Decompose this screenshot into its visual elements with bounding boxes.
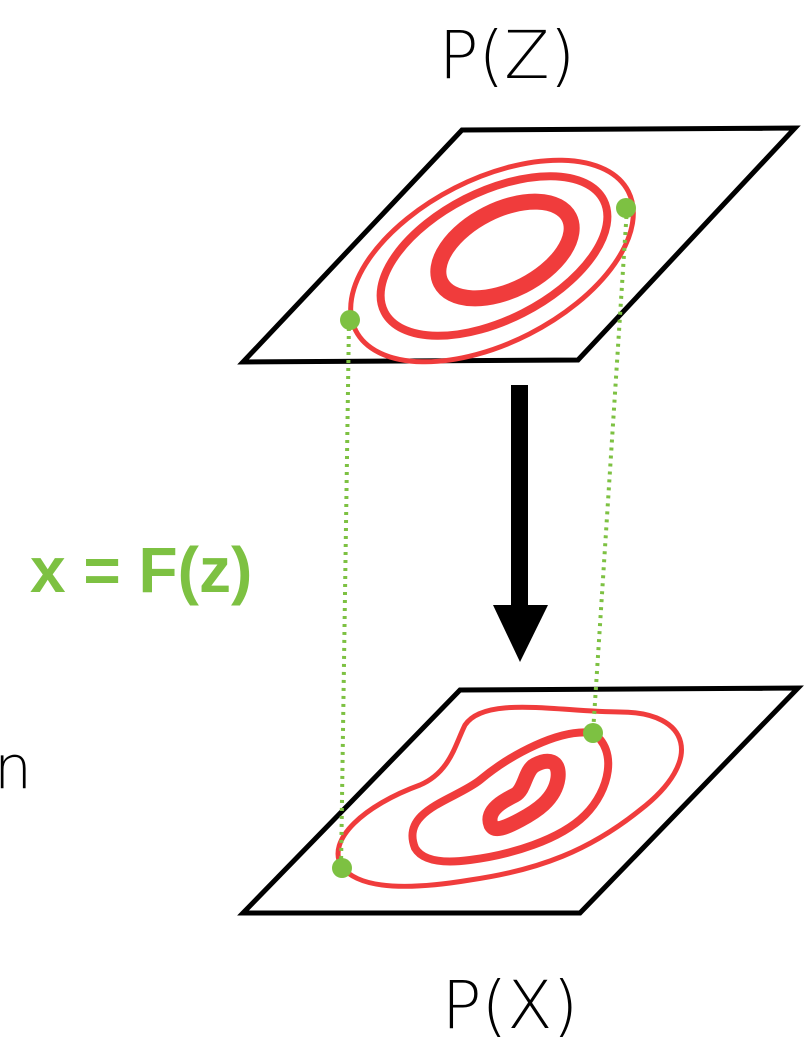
clipped-left-text: n [0,733,32,803]
bottom-distribution-label: P(X) [442,967,579,1039]
top-distribution-label: P(Z) [439,17,576,94]
bottom-contour-inner [482,753,566,837]
top-contour-middle [376,172,612,340]
point-top-left [340,310,360,330]
top-contours [348,157,636,365]
down-arrow-head [493,605,548,662]
bottom-contours [335,704,684,889]
point-bottom-left [332,858,352,878]
point-top-right [616,198,636,218]
top-contour-inner [430,193,580,307]
top-contour-outer [348,157,636,365]
mapping-line-left [339,319,351,869]
mapping-lines [339,207,629,869]
bottom-contour-middle [408,728,613,866]
down-arrow [493,385,548,662]
point-bottom-right [583,723,603,743]
bottom-contour-outer [335,704,684,889]
down-arrow-shaft [511,385,528,610]
bottom-plane [237,685,804,916]
top-plane [237,125,801,365]
mapping-label: x = F(z) [30,534,252,606]
mapping-points [332,198,636,878]
